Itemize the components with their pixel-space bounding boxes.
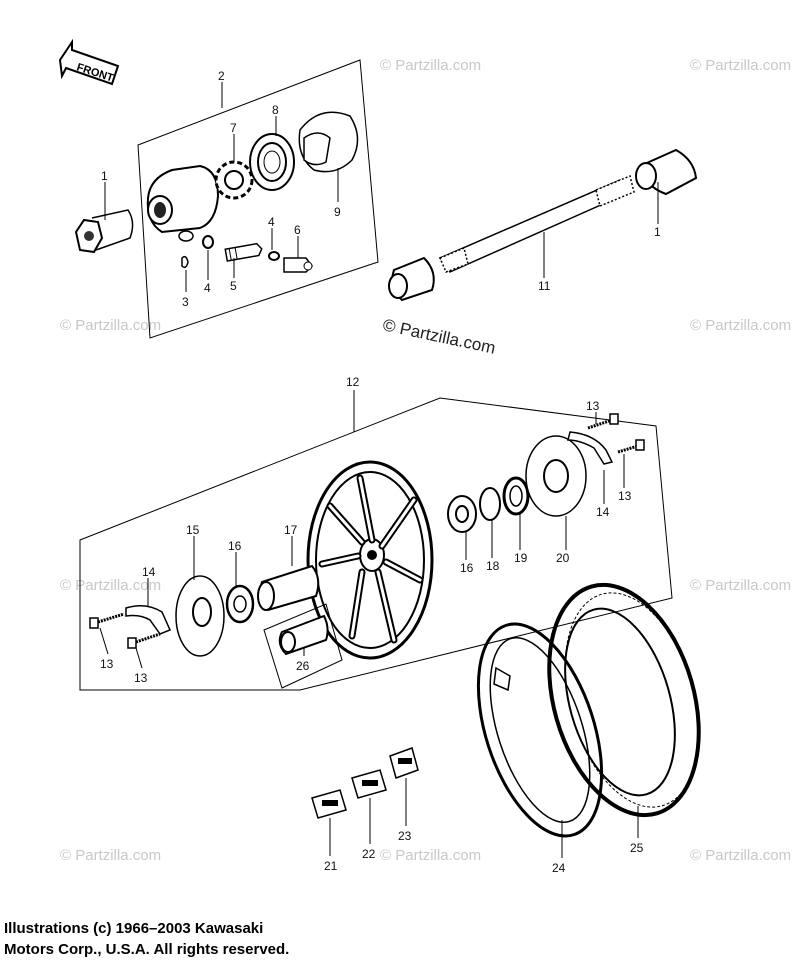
part-24-inner-tube <box>476 622 604 838</box>
part-label: 13 <box>586 399 600 413</box>
watermark: © Partzilla.com <box>690 57 791 74</box>
part-26-outline <box>263 603 343 689</box>
group-12-outline <box>79 397 673 691</box>
part-label: 6 <box>294 223 301 237</box>
part-label: 14 <box>142 565 156 579</box>
part-17-spacer <box>257 564 320 612</box>
part-label: 4 <box>204 281 211 295</box>
part-4-washer-b <box>268 251 280 261</box>
part-label: 20 <box>556 551 570 565</box>
watermark: © Partzilla.com <box>690 317 791 334</box>
part-19-seal <box>502 476 530 516</box>
part-label: 9 <box>334 205 341 219</box>
watermark: © Partzilla.com <box>60 317 161 334</box>
part-13-bolt-left-b <box>127 632 161 649</box>
part-label: 13 <box>618 489 632 503</box>
copyright-notice: Illustrations (c) 1966–2003 Kawasaki Mot… <box>4 918 289 960</box>
part-label: 21 <box>324 859 338 873</box>
part-1-collar-nut-right <box>635 148 698 196</box>
part-gear-housing <box>146 164 220 242</box>
part-13-bolt-right-b <box>617 439 645 454</box>
leader-lines <box>99 82 659 858</box>
copyright-line-1: Illustrations (c) 1966–2003 Kawasaki <box>4 920 264 937</box>
part-4-washer-a <box>202 235 214 249</box>
watermark: © Partzilla.com <box>690 847 791 864</box>
part-label: 1 <box>101 169 108 183</box>
part-label: 25 <box>630 841 644 855</box>
part-13-bolt-right-a <box>587 413 619 430</box>
watermark-main: © Partzilla.com <box>381 315 497 357</box>
part-26-collar <box>278 614 329 656</box>
part-25-tire <box>547 582 701 818</box>
part-14-lock-plate-right <box>567 431 614 465</box>
part-label: 1 <box>654 225 661 239</box>
part-label: 2 <box>218 69 225 83</box>
part-9-plate <box>298 111 359 173</box>
part-label: 26 <box>296 659 310 673</box>
part-label: 13 <box>100 657 114 671</box>
part-label: 11 <box>538 279 551 293</box>
copyright-line-2: Motors Corp., U.S.A. All rights reserved… <box>4 941 290 958</box>
part-18-circlip <box>479 487 501 521</box>
part-label: 16 <box>460 561 474 575</box>
part-labels: 1 1 2 3 4 4 5 6 7 8 9 11 12 13 13 13 13 … <box>100 69 661 875</box>
watermark: © Partzilla.com <box>380 57 481 74</box>
watermark: © Partzilla.com <box>60 847 161 864</box>
watermark: © Partzilla.com <box>690 577 791 594</box>
part-23-weight <box>389 747 419 779</box>
watermark: © Partzilla.com <box>60 577 161 594</box>
part-13-bolt-left-a <box>89 612 125 629</box>
part-6-fitting <box>283 257 313 273</box>
part-label: 8 <box>272 103 279 117</box>
part-label: 5 <box>230 279 237 293</box>
part-5-spindle <box>224 242 263 262</box>
part-14-lock-plate-left <box>125 605 172 635</box>
part-21-weight <box>311 789 347 819</box>
part-8-bearing <box>249 133 295 191</box>
part-12-wheel <box>306 460 434 660</box>
part-label: 3 <box>182 295 189 309</box>
part-7-gear <box>214 160 254 200</box>
part-label: 4 <box>268 215 275 229</box>
part-label: 19 <box>514 551 528 565</box>
part-axle-spacer <box>388 256 435 302</box>
part-1-axle-nut-left <box>74 209 134 254</box>
part-15-disc-plate-left <box>175 575 225 657</box>
part-20-disc-plate <box>525 435 587 517</box>
part-label: 17 <box>284 523 298 537</box>
part-11-axle <box>438 174 635 273</box>
part-label: 24 <box>552 861 566 875</box>
part-label: 14 <box>596 505 610 519</box>
watermark-layer: © Partzilla.com © Partzilla.com © Partzi… <box>60 57 791 864</box>
part-label: 13 <box>134 671 148 685</box>
front-arrow-icon: FRONT <box>58 38 120 86</box>
part-22-weight <box>351 769 387 799</box>
part-label: 15 <box>186 523 200 537</box>
watermark: © Partzilla.com <box>380 847 481 864</box>
part-label: 7 <box>230 121 237 135</box>
part-label: 12 <box>346 375 360 389</box>
part-16-bearing-right <box>447 495 477 533</box>
part-16-bearing-left <box>225 584 255 624</box>
part-label: 23 <box>398 829 412 843</box>
part-3-pin <box>181 255 189 269</box>
part-label: 16 <box>228 539 242 553</box>
part-label: 18 <box>486 559 500 573</box>
group-2-outline <box>137 59 379 339</box>
part-label: 22 <box>362 847 376 861</box>
